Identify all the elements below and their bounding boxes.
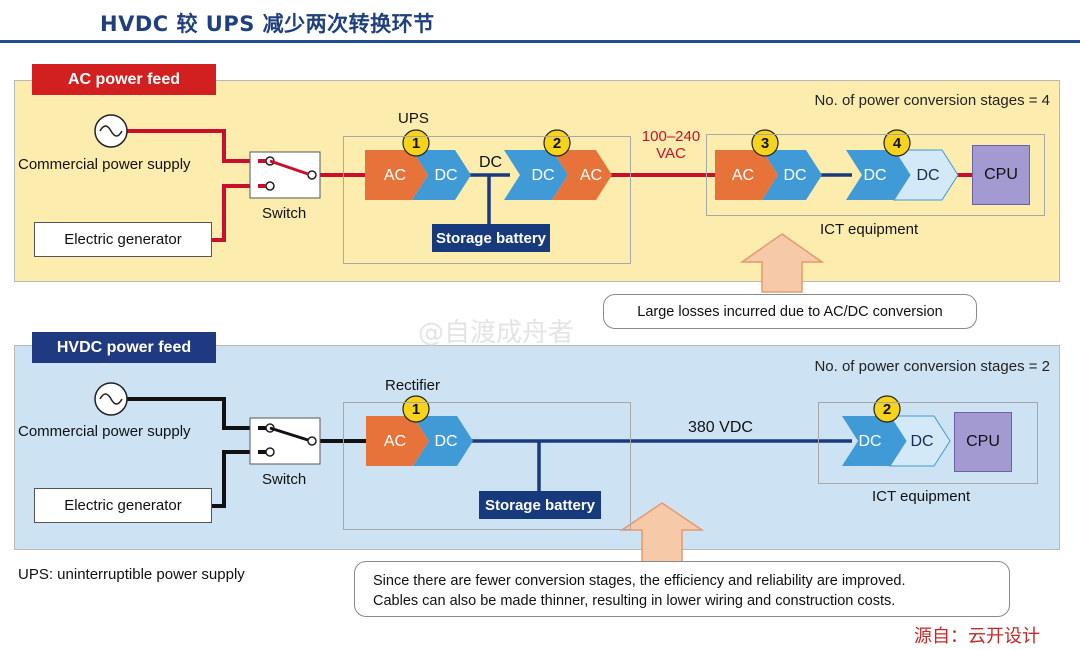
dc-generator-box: Electric generator <box>34 488 212 523</box>
ups-footnote: UPS: uninterruptible power supply <box>18 566 245 583</box>
ac-conv-2-out: AC <box>580 167 602 184</box>
dc-cpu: CPU <box>954 412 1012 472</box>
ups-label: UPS <box>398 110 429 127</box>
dc-stage-num-2: 2 <box>883 401 891 418</box>
dc-ict-label: ICT equipment <box>872 488 971 505</box>
dc-storage-battery: Storage battery <box>479 491 601 519</box>
rectifier-group <box>343 402 631 530</box>
title-rule <box>0 40 1080 43</box>
rectifier-label: Rectifier <box>385 377 441 394</box>
dc-conv-1-in: AC <box>384 433 406 450</box>
ac-callout-note: Large losses incurred due to AC/DC conve… <box>603 294 977 329</box>
ac-ict-label: ICT equipment <box>820 221 919 238</box>
dc-conv-2-out: DC <box>910 433 933 450</box>
ac-conv-1-out: DC <box>434 167 457 184</box>
ac-stage-num-1: 1 <box>412 135 420 152</box>
ac-stage-badge-4 <box>883 129 911 157</box>
dc-callout-arrow-icon <box>619 502 705 563</box>
ac-voltage-line2: VAC <box>656 145 686 162</box>
ac-conv-4-out: DC <box>916 167 939 184</box>
ac-stages-note: No. of power conversion stages = 4 <box>814 92 1050 109</box>
dc-switch-label: Switch <box>262 471 307 488</box>
dc-voltage-label: 380 VDC <box>688 419 753 436</box>
dc-callout-note: Since there are fewer conversion stages,… <box>354 561 1010 617</box>
ac-conv-1-in: AC <box>384 167 406 184</box>
hvdc-feed-tag: HVDC power feed <box>32 332 216 363</box>
dc-converter-chevrons <box>366 415 951 467</box>
ac-stage-num-4: 4 <box>893 135 902 152</box>
dc-ict-group <box>818 402 1038 484</box>
ac-converter-chevrons <box>365 149 959 201</box>
ac-stage-badge-3 <box>751 129 779 157</box>
dc-conv-1-out: DC <box>434 433 457 450</box>
ac-callout-text: Large losses incurred due to AC/DC conve… <box>637 303 943 320</box>
ac-stage-num-3: 3 <box>761 135 769 152</box>
dc-wire-commercial <box>126 397 258 430</box>
dc-commercial-power-label: Commercial power supply <box>18 423 191 440</box>
ac-voltage-label: 100–240 VAC <box>636 128 706 162</box>
ac-sine-source-icon <box>94 114 128 148</box>
dc-callout-line2: Cables can also be made thinner, resulti… <box>373 593 896 609</box>
ac-callout-arrow-icon <box>739 233 825 293</box>
ac-generator-label: Electric generator <box>64 231 182 248</box>
ac-wire-generator <box>212 184 258 242</box>
ac-conv-2-in: DC <box>531 167 554 184</box>
ac-switch-icon <box>249 151 321 199</box>
ac-generator-box: Electric generator <box>34 222 212 257</box>
ac-storage-battery: Storage battery <box>432 224 550 252</box>
ac-cpu: CPU <box>972 145 1030 205</box>
dc-generator-label: Electric generator <box>64 497 182 514</box>
dc-sine-source-icon <box>94 382 128 416</box>
source-credit: 源自：云开设计 <box>914 626 1040 647</box>
ups-group <box>343 136 631 264</box>
ac-conv-3-in: AC <box>732 167 754 184</box>
dc-stage-num-1: 1 <box>412 401 420 418</box>
page-title: HVDC 较 UPS 减少两次转换环节 <box>100 12 435 36</box>
ac-conv-4-in: DC <box>863 167 886 184</box>
ac-conv-3-out: DC <box>783 167 806 184</box>
dc-wire-generator <box>212 450 258 508</box>
ac-voltage-line1: 100–240 <box>641 128 701 145</box>
ac-wire-commercial <box>126 129 258 163</box>
ups-dc-bus-label: DC <box>479 154 503 171</box>
ac-commercial-power-label: Commercial power supply <box>18 156 191 173</box>
ac-feed-tag: AC power feed <box>32 64 216 95</box>
dc-stages-note: No. of power conversion stages = 2 <box>814 358 1050 375</box>
dc-callout-line1: Since there are fewer conversion stages,… <box>373 573 906 589</box>
ac-switch-label: Switch <box>262 205 307 222</box>
watermark: @自渡成舟者 <box>418 318 575 348</box>
dc-switch-icon <box>249 417 321 465</box>
ac-ict-group <box>706 134 1045 216</box>
ac-stage-num-2: 2 <box>553 135 561 152</box>
dc-conv-2-in: DC <box>858 433 881 450</box>
